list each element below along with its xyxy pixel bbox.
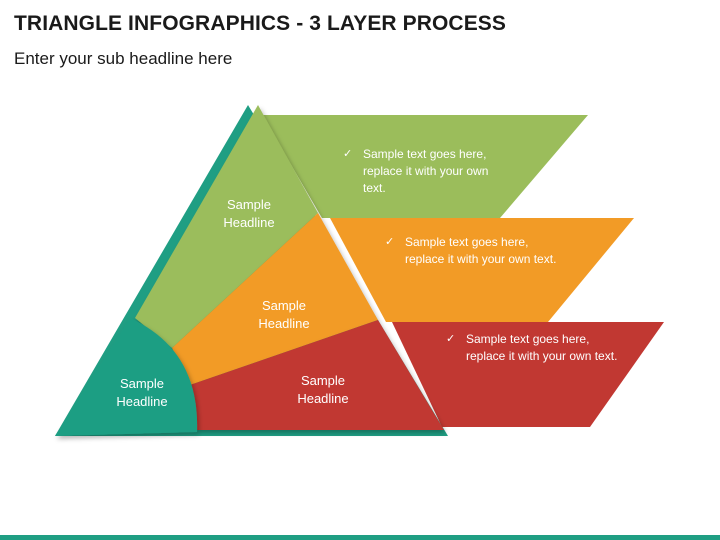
- banner-top-text-body: Sample text goes here, replace it with y…: [363, 147, 489, 195]
- layer-bottom-headline-line2: Headline: [297, 391, 349, 406]
- banner-middle-text-body: Sample text goes here, replace it with y…: [405, 235, 557, 266]
- banner-bottom-text: ✓ Sample text goes here, replace it with…: [444, 331, 626, 365]
- layer-bottom-shape: [190, 320, 444, 430]
- layer-top-headline-line2: Headline: [223, 215, 275, 230]
- check-icon: ✓: [446, 333, 456, 345]
- page-subtitle: Enter your sub headline here: [14, 49, 233, 68]
- check-icon: ✓: [385, 236, 395, 248]
- base-headline: Sample Headline: [87, 375, 197, 411]
- layer-middle-headline-line1: Sample: [261, 298, 307, 313]
- page-title: TRIANGLE INFOGRAPHICS - 3 LAYER PROCESS: [14, 12, 507, 35]
- layer-middle-headline: Sample Headline: [229, 297, 339, 333]
- banner-middle-text: ✓ Sample text goes here, replace it with…: [383, 234, 565, 268]
- layer-top-shape: [135, 105, 318, 348]
- banner-top-text: ✓ Sample text goes here, replace it with…: [341, 146, 491, 197]
- layer-top-headline-line1: Sample: [226, 197, 272, 212]
- base-sector: [55, 318, 198, 436]
- check-icon: ✓: [343, 148, 353, 160]
- layer-bottom-headline: Sample Headline: [268, 372, 378, 408]
- banner-bottom: [392, 322, 664, 427]
- layer-top-headline: Sample Headline: [194, 196, 304, 232]
- layer-middle-headline-line2: Headline: [258, 316, 310, 331]
- layer-middle-shape: [172, 213, 378, 385]
- layer-bottom-headline-line1: Sample: [300, 373, 346, 388]
- footer-bar: [0, 535, 720, 540]
- banner-bottom-text-body: Sample text goes here, replace it with y…: [466, 332, 618, 363]
- banner-middle: [330, 218, 634, 322]
- banner-top: [262, 115, 588, 218]
- base-headline-line2: Headline: [116, 394, 168, 409]
- base-headline-line1: Sample: [119, 376, 165, 391]
